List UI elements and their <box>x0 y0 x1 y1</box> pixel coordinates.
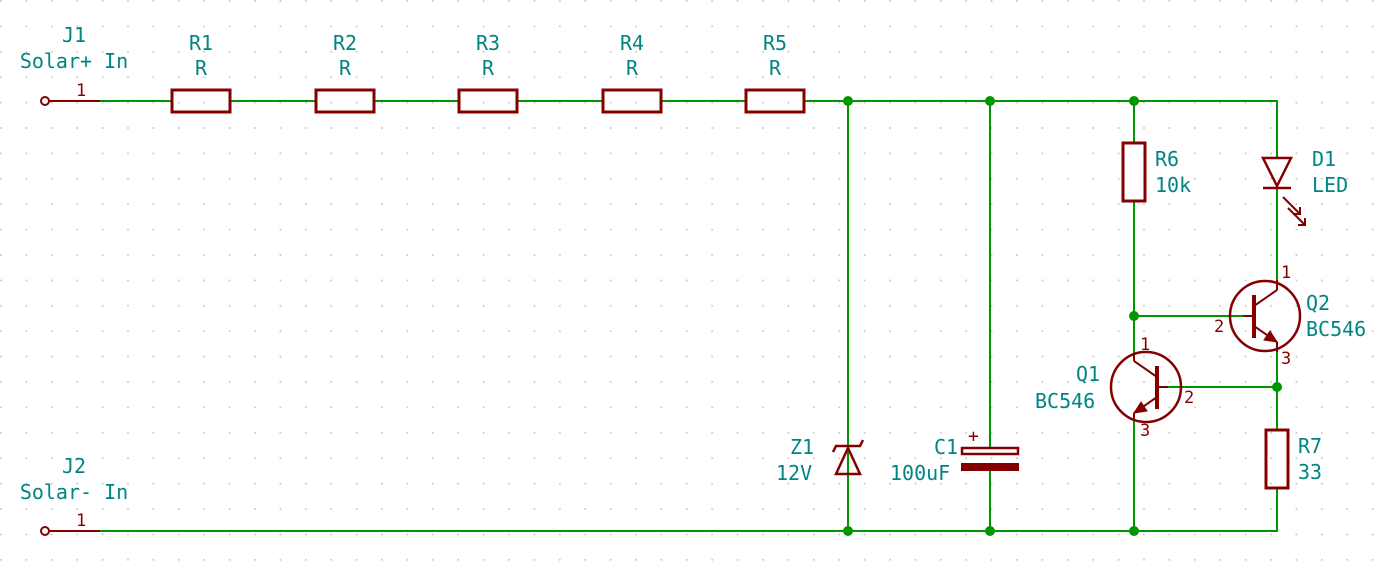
j2-pin-number: 1 <box>76 511 86 531</box>
light-emission-icon <box>1282 196 1306 226</box>
j1-reference: J1 <box>62 23 86 47</box>
r6-value: 10k <box>1155 173 1191 197</box>
junction-dot <box>985 526 995 536</box>
r2-reference: R2 <box>333 31 357 55</box>
q1-pin1: 1 <box>1140 335 1150 355</box>
q2-pin3: 3 <box>1281 349 1291 369</box>
emitter-arrow-icon <box>1263 330 1279 343</box>
connector-j2[interactable]: 1 J2 Solar- In <box>20 454 128 536</box>
transistor-q1[interactable]: 1 2 3 Q1 BC546 <box>1035 335 1194 441</box>
q2-reference: Q2 <box>1306 291 1330 315</box>
z1-reference: Z1 <box>790 435 814 459</box>
resistor-r2[interactable]: R2 R <box>314 31 376 114</box>
d1-reference: D1 <box>1312 147 1336 171</box>
q2-pin2: 2 <box>1214 317 1224 337</box>
c1-value: 100uF <box>890 461 950 485</box>
q1-pin2: 2 <box>1184 388 1194 408</box>
resistor-r1[interactable]: R1 R <box>170 31 232 114</box>
j2-reference: J2 <box>62 454 86 478</box>
r7-reference: R7 <box>1298 434 1322 458</box>
r6-reference: R6 <box>1155 147 1179 171</box>
r4-value: R <box>626 56 639 80</box>
junction-dot <box>843 96 853 106</box>
resistor-r5[interactable]: R5 R <box>744 31 806 114</box>
led-d1[interactable]: D1 LED <box>1260 147 1348 226</box>
c1-reference: C1 <box>934 435 958 459</box>
zener-diode-z1[interactable]: Z1 12V <box>776 435 865 485</box>
q1-pin3: 3 <box>1140 421 1150 441</box>
connector-j1[interactable]: 1 J1 Solar+ In <box>20 23 128 106</box>
r1-value: R <box>195 56 208 80</box>
j1-pin-number: 1 <box>76 81 86 101</box>
q2-value: BC546 <box>1306 317 1366 341</box>
junction-dot <box>1272 382 1282 392</box>
j1-value: Solar+ In <box>20 49 128 73</box>
resistor-r6[interactable]: R6 10k <box>1121 141 1191 203</box>
wires <box>51 100 1278 532</box>
capacitor-c1[interactable]: + C1 100uF <box>890 426 1020 485</box>
junction-dot <box>1129 526 1139 536</box>
r1-reference: R1 <box>189 31 213 55</box>
junctions <box>843 96 1282 536</box>
junction-dot <box>1129 96 1139 106</box>
junction-dot <box>985 96 995 106</box>
r5-value: R <box>769 56 782 80</box>
q1-reference: Q1 <box>1076 362 1100 386</box>
transistor-q2[interactable]: 1 2 3 Q2 BC546 <box>1214 263 1366 369</box>
resistor-r7[interactable]: R7 33 <box>1264 428 1322 490</box>
r2-value: R <box>339 56 352 80</box>
r3-reference: R3 <box>476 31 500 55</box>
j2-value: Solar- In <box>20 480 128 504</box>
r4-reference: R4 <box>620 31 644 55</box>
resistor-r3[interactable]: R3 R <box>457 31 519 114</box>
q2-pin1: 1 <box>1281 263 1291 283</box>
emitter-arrow-icon <box>1132 401 1148 414</box>
r7-value: 33 <box>1298 460 1322 484</box>
z1-value: 12V <box>776 461 812 485</box>
resistor-r4[interactable]: R4 R <box>601 31 663 114</box>
r5-reference: R5 <box>763 31 787 55</box>
junction-dot <box>843 526 853 536</box>
c1-polarity-mark: + <box>968 426 979 447</box>
junction-dot <box>1129 311 1139 321</box>
r3-value: R <box>482 56 495 80</box>
q1-value: BC546 <box>1035 389 1095 413</box>
d1-value: LED <box>1312 173 1348 197</box>
